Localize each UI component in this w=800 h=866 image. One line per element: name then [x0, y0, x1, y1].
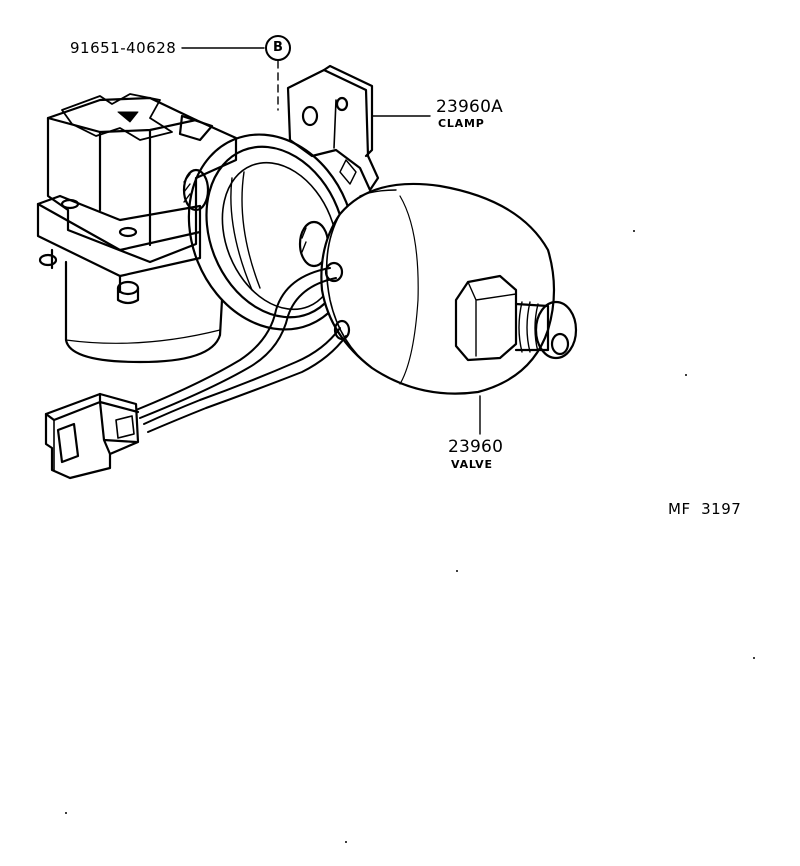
wire-connector: [44, 392, 140, 480]
reference-circle: [265, 35, 291, 61]
scan-specks: [65, 230, 755, 843]
pump-body: [36, 93, 238, 364]
bolt-ref-letter: B: [273, 40, 283, 55]
figure-code: MF 3197: [668, 500, 742, 518]
valve-body: [298, 182, 578, 395]
leader-lines: [181, 47, 481, 435]
clamp-bracket: [286, 64, 380, 192]
wire-harness: [135, 267, 347, 433]
clamp-name: CLAMP: [438, 117, 485, 130]
valve-name: VALVE: [451, 458, 493, 471]
valve-part-number: 23960: [448, 437, 504, 457]
clamp-part-number: 23960A: [436, 97, 503, 117]
clamp-ring: [187, 133, 357, 331]
bolt-part-number: 91651-40628: [70, 39, 177, 57]
